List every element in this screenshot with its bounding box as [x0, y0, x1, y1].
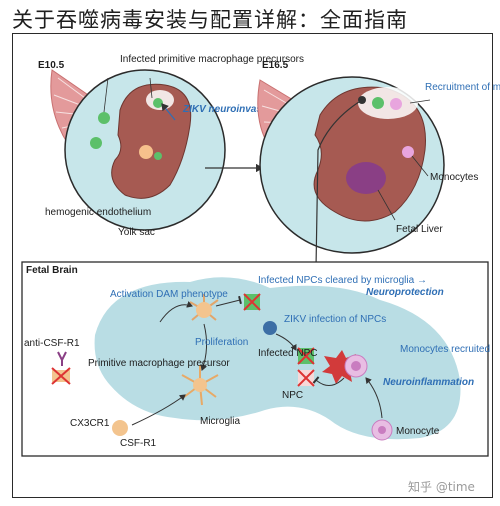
monocytes-label: Monocytes [430, 172, 478, 183]
fetal-liver [346, 162, 386, 194]
infected-cluster [90, 137, 102, 149]
fetal-liver-label: Fetal Liver [396, 224, 443, 235]
proliferation-label: Proliferation [195, 337, 248, 348]
arrow-proliferation [200, 323, 208, 371]
neuroinflammation-label: Neuroinflammation [383, 377, 474, 388]
anti-csf-label: anti-CSF-R1 [24, 338, 80, 349]
stage-label-right: E16.5 [262, 60, 289, 71]
csf-label: CSF-R1 [120, 438, 157, 449]
microglia-cell [181, 365, 219, 406]
figure-frame [12, 33, 493, 498]
arrow-precursor [131, 394, 186, 426]
infected-npc-label: Infected NPC [258, 348, 317, 359]
page-title: 关于吞噬病毒安装与配置详解：全面指南 [12, 8, 408, 32]
brain-tissue [94, 277, 461, 440]
activated-microglia [189, 294, 219, 321]
microglia-label: Microglia [200, 416, 240, 427]
precursor-cell [112, 420, 128, 436]
primitive-precursor-label: Primitive macrophage precursor [88, 358, 230, 369]
activation-label: Activation DAM phenotype [110, 289, 228, 300]
recruitment-label: Recruitment of monocytes [425, 82, 500, 93]
infected-cluster [139, 145, 153, 159]
stage-label-left: E10.5 [38, 60, 65, 71]
infected-cluster [153, 98, 163, 108]
arrow-ros [312, 376, 345, 386]
arrow-infection [275, 333, 297, 351]
infected-cluster [154, 152, 162, 160]
infected-cluster [98, 112, 110, 124]
arrow-activation [159, 301, 193, 323]
monocytes-recruited-label: Monocytes recruited [400, 344, 490, 355]
yolk-sac-label: Yolk sac [118, 227, 155, 238]
embryo-e16-5 [257, 76, 445, 269]
watermark: 知乎 @time [408, 480, 475, 494]
infected-precursors-label: Infected primitive macrophage precursors [120, 54, 304, 65]
cx3cr1-label: CX3CR1 [70, 418, 110, 429]
arrow-cleared [215, 295, 242, 307]
embryo-e10-5 [50, 69, 226, 231]
monocyte-label: Monocyte [396, 426, 440, 437]
fetal-brain-title: Fetal Brain [26, 265, 78, 276]
zikv-neuroinvasion-label: ZIKV neuroinvasion [182, 104, 277, 115]
zikv-virus [263, 321, 277, 335]
arrow-monocyte-recruit [365, 377, 383, 419]
embryo-body-left [111, 83, 192, 199]
npc-label: NPC [282, 390, 303, 401]
antibody-icon [57, 351, 67, 366]
neuroprotection-label: Neuroprotection [366, 287, 444, 298]
hemogenic-endothelium-label: hemogenic endothelium [45, 207, 151, 218]
infected-npcs-label: Infected NPCs cleared by microglia → [258, 275, 427, 286]
zikv-infection-label: ZIKV infection of NPCs [284, 314, 386, 325]
